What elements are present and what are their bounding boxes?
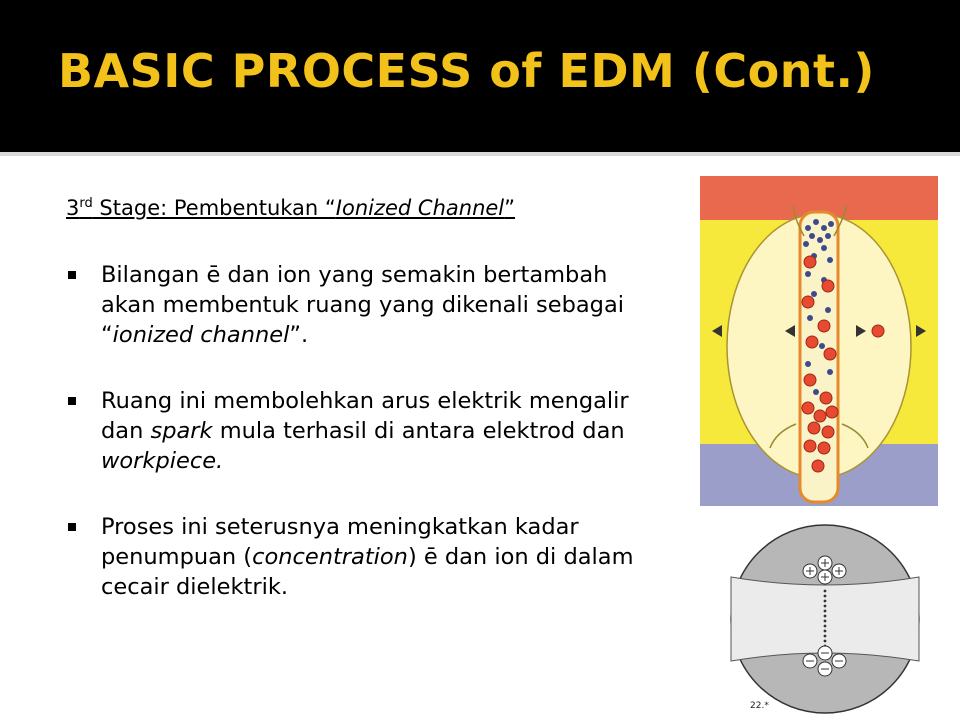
bullet-text: ”.: [289, 322, 309, 348]
bullet-list: Bilangan ē dan ion yang semakin bertamba…: [66, 260, 646, 638]
bullet-text: Proses ini seterusnya meningkatkan kadar…: [101, 514, 579, 570]
figure-label: 22.*: [750, 701, 769, 711]
ionized-channel-illustration: [700, 176, 938, 506]
bullet-italic: workpiece.: [101, 448, 224, 474]
stage-prefix: Stage: Pembentukan “: [92, 196, 336, 220]
stage-italic: Ionized Channel: [335, 196, 505, 220]
bullet-item: Ruang ini membolehkan arus elektrik meng…: [66, 386, 646, 476]
bullet-item: Proses ini seterusnya meningkatkan kadar…: [66, 512, 646, 602]
bullet-text: mula terhasil di antara elektrod dan: [212, 418, 625, 444]
bullet-square-icon: [68, 271, 76, 279]
bullet-italic: spark: [150, 418, 213, 444]
slide-content: 3rd Stage: Pembentukan “Ionized Channel”…: [0, 152, 960, 720]
slide-title: BASIC PROCESS of EDM (Cont.): [58, 44, 875, 98]
bullet-italic: ionized channel: [112, 322, 290, 348]
bullet-square-icon: [68, 523, 76, 531]
bullet-text: Ruang ini membolehkan arus elektrik meng…: [101, 388, 629, 444]
stage-heading: 3rd Stage: Pembentukan “Ionized Channel”: [66, 196, 515, 220]
stage-ordinal: rd: [79, 196, 93, 211]
bullet-square-icon: [68, 397, 76, 405]
bullet-item: Bilangan ē dan ion yang semakin bertamba…: [66, 260, 646, 350]
title-bar: BASIC PROCESS of EDM (Cont.): [0, 0, 960, 150]
bullet-italic: concentration: [252, 544, 408, 570]
ion-concentration-diagram: [730, 524, 920, 714]
bullet-text: ) ē dan ion di dalam cecair dielektrik.: [101, 544, 634, 600]
stage-number: 3: [66, 196, 80, 220]
stage-suffix: ”: [504, 196, 516, 220]
bullet-text: Bilangan ē dan ion yang semakin bertamba…: [101, 262, 625, 348]
